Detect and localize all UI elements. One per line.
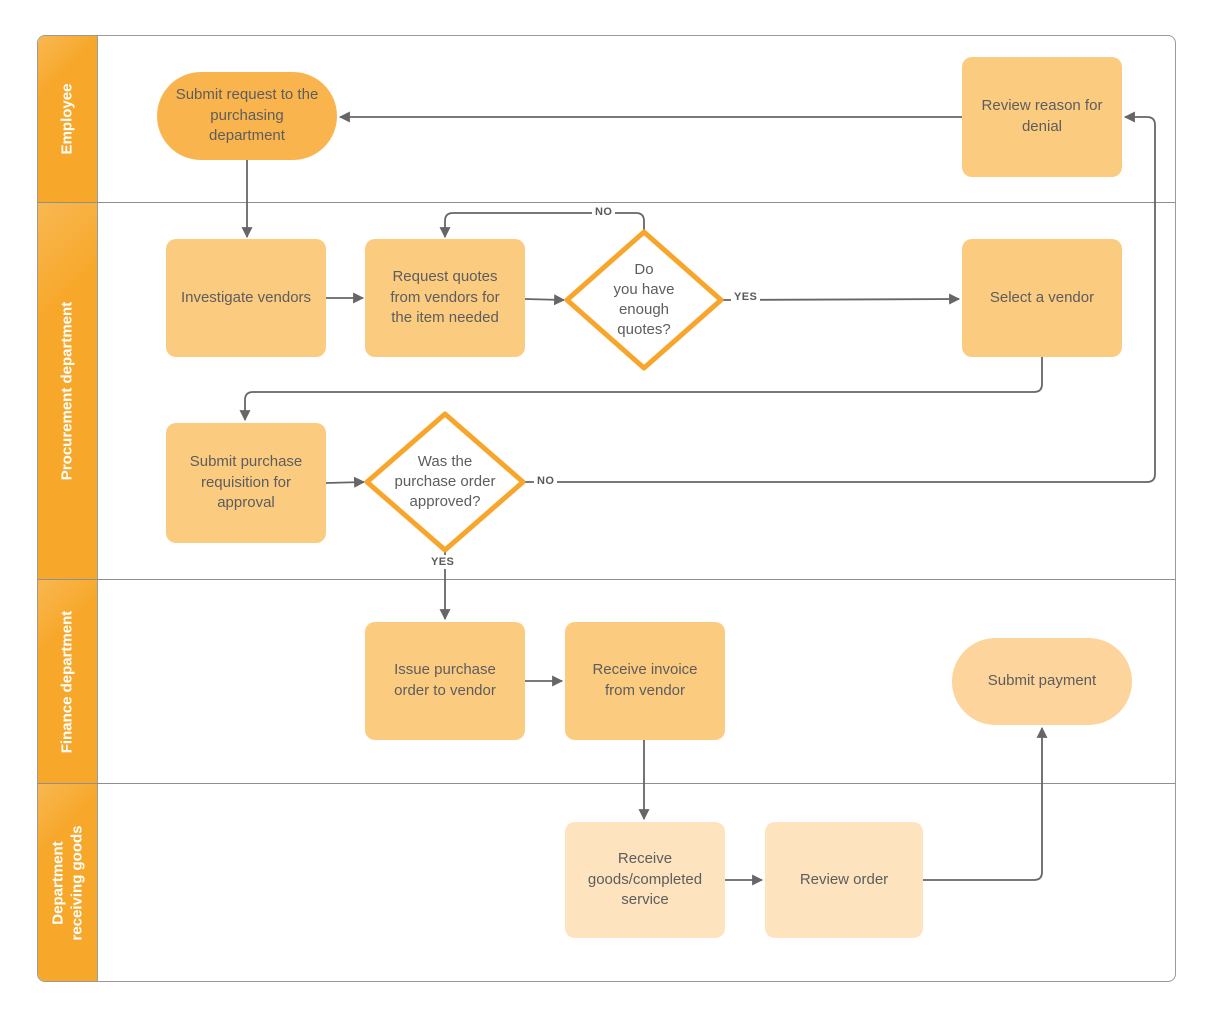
edge-review-order-to-submit-payment [923,726,1048,881]
lane-header-procurement: Procurement department [38,203,98,579]
edge-label-enough-quotes-no: NO [592,205,616,219]
node-submit-payment: Submit payment [952,638,1132,725]
node-review-order: Review order [765,822,923,938]
edge-select-vendor-to-submit-requisition [239,357,1043,422]
node-receive-goods: Receive goods/completed service [565,822,725,938]
lane-header-employee: Employee [38,36,98,202]
decision-po-approved-shape [364,411,526,553]
edge-label-po-approved-no: NO [534,474,558,488]
node-review-reason-for-denial: Review reason for denial [962,57,1122,177]
lane-header-finance: Finance department [38,580,98,783]
edge-enough-quotes-no-loop [439,212,645,239]
node-investigate-vendors: Investigate vendors [166,239,326,357]
node-receive-invoice: Receive invoice from vendor [565,622,725,740]
decision-enough-quotes-shape [564,229,724,371]
lane-procurement: Procurement department [38,202,1175,579]
edge-request-quotes-to-enough-quotes [524,294,566,306]
node-issue-purchase-order: Issue purchase order to vendor [365,622,525,740]
edge-submit-requisition-to-po-approved [325,476,366,488]
node-request-quotes: Request quotes from vendors for the item… [365,239,525,357]
lane-employee: Employee [38,36,1175,202]
lane-receiving-goods: Department receiving goods [38,783,1175,981]
edge-po-approved-no-to-review-denial [523,111,1156,483]
node-select-a-vendor: Select a vendor [962,239,1122,357]
lane-finance: Finance department [38,579,1175,783]
edge-label-po-approved-yes: YES [428,555,458,569]
edge-enough-quotes-yes-to-select-vendor [720,293,961,305]
edge-label-enough-quotes-yes: YES [731,290,761,304]
node-submit-request: Submit request to the purchasing departm… [157,72,337,160]
node-submit-purchase-requisition: Submit purchase requisition for approval [166,423,326,543]
lane-header-receiving-goods: Department receiving goods [38,784,98,981]
